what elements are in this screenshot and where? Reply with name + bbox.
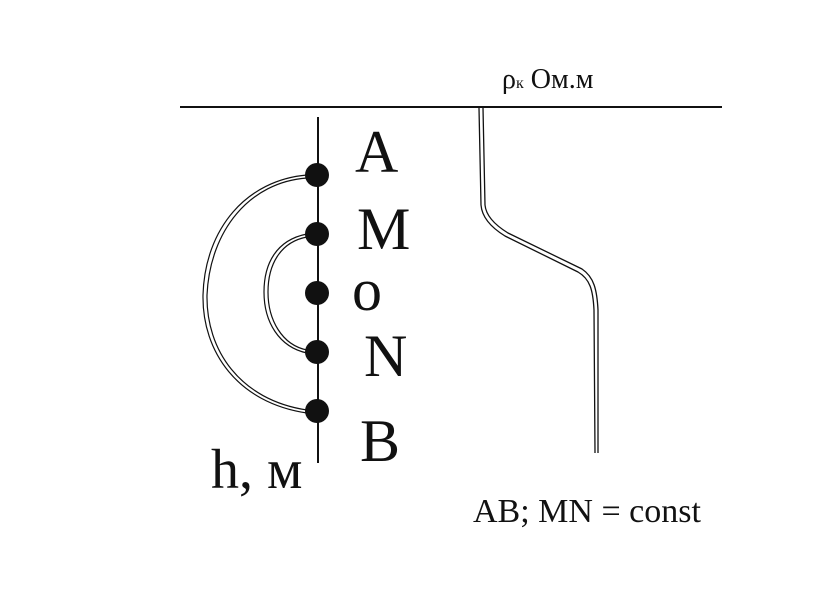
electrode-label-B: B bbox=[360, 408, 400, 474]
electrode-label-N: N bbox=[364, 323, 407, 389]
resistivity-curve bbox=[478, 107, 596, 454]
arc-MN-inner-stroke bbox=[263, 233, 308, 354]
arc-AB bbox=[206, 177, 308, 411]
electrode-label-O: o bbox=[352, 257, 382, 323]
electrode-dot-A bbox=[305, 163, 329, 187]
array-constant-note: AB; MN = const bbox=[473, 493, 701, 530]
depth-axis-label: h, м bbox=[211, 439, 302, 501]
arc-MN bbox=[267, 236, 308, 351]
resistivity-axis-label: ρк Ом.м bbox=[502, 64, 594, 95]
electrode-label-M: M bbox=[357, 196, 410, 262]
electrode-label-A: A bbox=[355, 119, 398, 185]
electrode-dot-O bbox=[305, 281, 329, 305]
electrode-dot-N bbox=[305, 340, 329, 364]
resistivity-unit: Ом.м bbox=[524, 64, 594, 95]
arc-AB-inner-stroke bbox=[202, 174, 308, 414]
electrode-dot-B bbox=[305, 399, 329, 423]
resistivity-curve-second-stroke bbox=[482, 107, 599, 453]
rho-subscript: к bbox=[516, 75, 524, 92]
rho-symbol: ρ bbox=[502, 64, 516, 95]
electrode-dot-M bbox=[305, 222, 329, 246]
